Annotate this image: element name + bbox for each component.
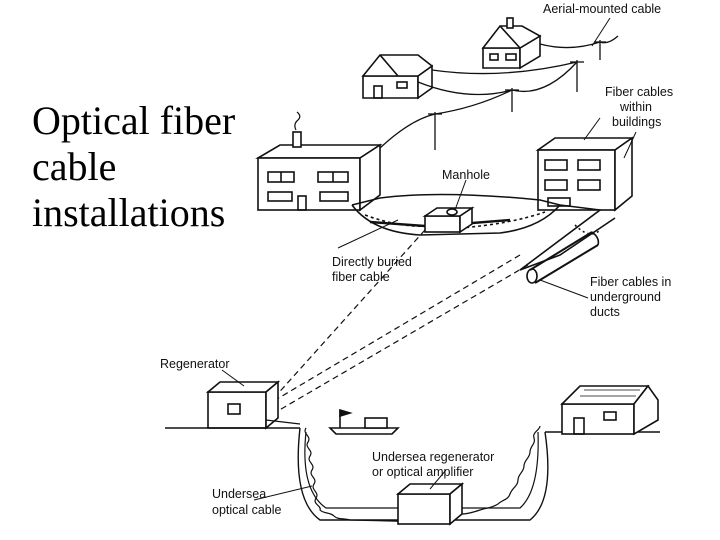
- title-line-1: Optical fiber: [32, 98, 236, 143]
- label-undersea-cable-2: optical cable: [212, 503, 282, 517]
- shore-building: [560, 384, 659, 436]
- label-within-buildings-3: buildings: [612, 115, 661, 129]
- trench: [351, 179, 616, 299]
- label-ducts-1: Fiber cables in: [590, 275, 671, 289]
- label-aerial-cable: Aerial-mounted cable: [543, 2, 661, 16]
- label-within-buildings-1: Fiber cables: [605, 85, 673, 99]
- aerial-cables: [379, 35, 619, 150]
- ship: [328, 408, 400, 435]
- label-within-buildings-2: within: [619, 100, 652, 114]
- label-undersea-regen-1: Undersea regenerator: [372, 450, 494, 464]
- regenerator-box: [205, 369, 281, 430]
- label-direct-buried-1: Directly buried: [332, 255, 412, 269]
- long-cables: [271, 229, 529, 413]
- building-right: [535, 136, 635, 212]
- leader-lines: [253, 17, 637, 501]
- undersea-cable: [265, 419, 541, 523]
- label-ducts-3: ducts: [590, 305, 620, 319]
- label-regenerator: Regenerator: [160, 357, 230, 371]
- building-left: [255, 111, 383, 212]
- slide-title: Optical fiber cable installations: [32, 98, 282, 236]
- label-direct-buried-2: fiber cable: [332, 270, 390, 284]
- house-top-right: [481, 17, 542, 70]
- undersea-regenerator: [395, 469, 465, 526]
- title-line-2: cable: [32, 144, 117, 189]
- label-manhole: Manhole: [442, 168, 490, 182]
- house-middle: [361, 54, 434, 100]
- label-ducts-2: underground: [590, 290, 661, 304]
- label-undersea-regen-2: or optical amplifier: [372, 465, 473, 479]
- label-undersea-cable-1: Undersea: [212, 487, 266, 501]
- title-line-3: installations: [32, 190, 226, 235]
